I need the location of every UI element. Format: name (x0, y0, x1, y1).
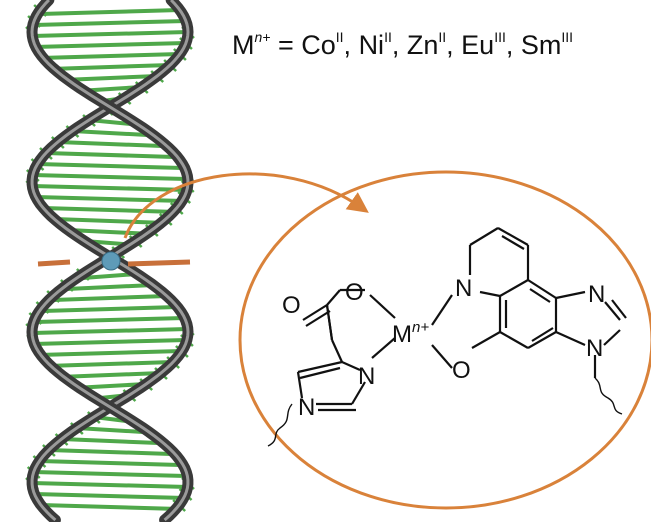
atom-o-carbonyl: O (282, 292, 301, 319)
base-pair-stick (38, 349, 182, 357)
metal-list-formula: Mn+ = CoII, NiII, ZnII, EuIII, SmIII (232, 29, 574, 61)
base-pair-stick (49, 63, 171, 71)
metal-entry: NiII (358, 29, 392, 60)
atom-labels: O O Mn+ N N N O N N (282, 275, 605, 421)
base-pair-stick (37, 162, 183, 170)
base-pair-stick (32, 173, 188, 181)
dna-double-helix (25, 0, 195, 522)
metal-separator: , (391, 30, 407, 60)
base-pair-stick (35, 195, 185, 203)
base-pair-stick (62, 74, 158, 82)
oxidation-state: II (438, 29, 447, 45)
oxidation-state: III (561, 29, 574, 45)
base-pair-stick (31, 481, 189, 489)
zoom-arrow (123, 172, 369, 239)
oxidation-state: III (494, 29, 506, 45)
zoom-ellipse (238, 170, 651, 510)
base-pair-stick (57, 140, 163, 148)
metal-symbol: M (232, 30, 255, 60)
atom-n-imidazole-top: N (588, 281, 605, 308)
base-pair-stick (40, 52, 180, 60)
metal-entry: CoII (301, 29, 344, 60)
metal-base-pair (37, 259, 191, 267)
base-pair-stick (31, 30, 189, 38)
base-pair-stick (42, 305, 178, 313)
metal-separator: , (446, 30, 462, 60)
base-pair-stick (33, 470, 187, 478)
base-pair-stick (40, 8, 180, 16)
metal-complex-structure (267, 227, 627, 447)
base-pair-stick (40, 503, 180, 511)
base-pair-stick (32, 184, 188, 192)
metal-entry: ZnII (406, 29, 447, 60)
metal-separator: , (343, 30, 359, 60)
base-pair-stick (39, 459, 181, 467)
metal-charge: n+ (254, 29, 271, 45)
base-pair-stick (72, 129, 148, 137)
base-pair-stick (45, 151, 175, 159)
metal-entry: EuIII (461, 29, 506, 60)
base-pair-stick (43, 206, 177, 214)
base-pair-stick (61, 437, 159, 445)
base-pair-stick (32, 327, 188, 335)
metal-ion-sphere (101, 251, 121, 271)
base-pair-stick (54, 217, 166, 225)
metal-base-stick (127, 259, 191, 267)
atom-n-imidazole-substituted: N (298, 394, 315, 421)
oxidation-state: II (384, 29, 392, 45)
metal-separator: , (505, 30, 521, 60)
atom-metal: Mn+ (392, 319, 429, 348)
metal-list: CoII, NiII, ZnII, EuIII, SmIII (301, 29, 574, 60)
oxidation-state: II (335, 29, 344, 45)
atom-o-carboxylate: O (345, 279, 364, 306)
base-pair-stick (46, 360, 174, 368)
base-pair-stick (58, 371, 162, 379)
equals-sign: = (270, 30, 302, 60)
base-pair-stick (33, 338, 187, 346)
base-pair-stick (76, 426, 144, 434)
atom-o-phenolate: O (452, 357, 471, 384)
base-pair-stick (48, 448, 172, 456)
metal-entry: SmIII (520, 29, 574, 60)
atom-n-pyridine: N (455, 275, 472, 302)
base-pair-stick (66, 283, 154, 291)
atom-n-imidazole-bottom: N (586, 335, 603, 362)
metal-base-stick (37, 259, 71, 267)
base-pair-stick (53, 294, 167, 302)
base-pair-stick (35, 316, 185, 324)
base-pair-stick (34, 492, 186, 500)
atom-n-imidazole-coord: N (358, 363, 375, 390)
base-pair-stick (33, 41, 187, 49)
base-pair-stick (34, 19, 186, 27)
